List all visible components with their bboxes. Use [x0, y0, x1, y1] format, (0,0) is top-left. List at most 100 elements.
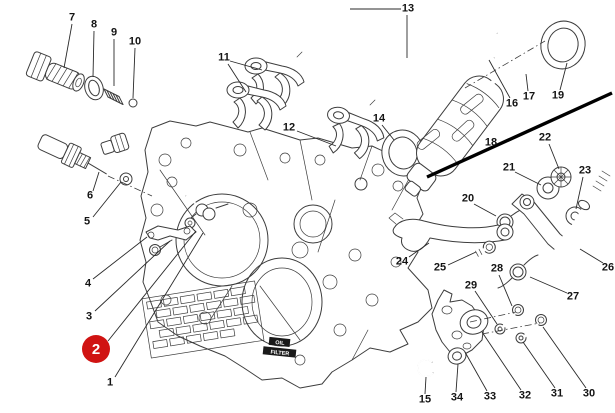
part-callout-32: 32 — [518, 389, 532, 402]
centerline — [469, 311, 517, 323]
leader-line-7 — [63, 23, 73, 69]
leader-line-24 — [408, 242, 430, 258]
leader-line-33 — [464, 351, 488, 392]
part-30-bolt — [523, 314, 547, 338]
leader-line-32 — [481, 331, 522, 391]
part-8-sealing-ring — [84, 75, 104, 101]
part-callout-8: 8 — [90, 18, 98, 31]
part-callout-12: 12 — [282, 121, 296, 134]
part-callout-11: 11 — [218, 51, 230, 64]
leader-line-12 — [296, 130, 337, 147]
part-callout-34: 34 — [450, 391, 464, 404]
part-callout-1: 1 — [106, 376, 114, 389]
leader-line-2 — [107, 230, 197, 342]
filter-badge-text: FILTER — [270, 350, 289, 358]
part-callout-13: 13 — [401, 2, 415, 15]
leader-line-20 — [473, 203, 497, 217]
part-callout-21: 21 — [502, 161, 516, 174]
part-callout-28: 28 — [490, 262, 504, 275]
part-26-selector-shaft — [511, 170, 612, 269]
leader-line-5 — [92, 181, 122, 218]
leader-line-16 — [488, 59, 511, 99]
leader-line-19 — [559, 62, 568, 91]
part-callout-31: 31 — [550, 387, 564, 400]
crankcase-half: OIL FILTER — [139, 120, 433, 389]
part-callout-9: 9 — [110, 26, 118, 39]
part-callout-27: 27 — [566, 290, 580, 303]
part-18-selector-drum — [404, 64, 507, 197]
part-callout-7: 7 — [68, 11, 76, 24]
part-9-spring — [103, 88, 124, 105]
part-callout-4: 4 — [84, 277, 92, 290]
centerline — [464, 40, 546, 89]
part-callout-10: 10 — [128, 35, 142, 48]
leader-line-11 — [227, 63, 247, 93]
part-callout-18: 18 — [484, 136, 498, 149]
leader-line-14 — [381, 124, 395, 141]
leader-line-29 — [474, 290, 498, 325]
part-16-circlip — [461, 23, 498, 64]
leader-line-31 — [522, 341, 556, 389]
part-callout-17: 17 — [522, 90, 536, 103]
part-callout-23: 23 — [578, 164, 592, 177]
part-5-washer — [119, 172, 133, 186]
leader-line-18 — [426, 91, 613, 179]
part-callout-29: 29 — [464, 279, 478, 292]
leader-line-25 — [447, 251, 477, 266]
part-34-ring — [447, 347, 467, 365]
part-15-circlip — [416, 358, 434, 378]
part-28-bolt — [501, 304, 524, 329]
part-11-fork-b — [226, 81, 287, 131]
part-22-castellated-nut — [550, 166, 572, 188]
leader-line-23 — [575, 176, 584, 210]
part-callout-26: 26 — [601, 261, 615, 274]
part-callout-3: 3 — [85, 310, 93, 323]
highlighted-part-callout-2: 2 — [82, 335, 110, 363]
leader-line-6 — [92, 171, 100, 192]
leader-line-17 — [525, 73, 529, 92]
part-17-pin — [518, 58, 534, 76]
case-fin-grid — [141, 280, 265, 359]
leader-line-3 — [94, 240, 171, 312]
part-callout-19: 19 — [551, 89, 565, 102]
oil-badge-text: OIL — [275, 340, 285, 347]
leader-line-10 — [132, 47, 136, 99]
part-7-detent-plug — [25, 51, 85, 92]
callout-leader-lines — [63, 8, 613, 395]
leader-line-4 — [92, 236, 148, 280]
part-callout-33: 33 — [483, 390, 497, 403]
part-callout-14: 14 — [372, 112, 386, 125]
part-14-oring — [381, 129, 425, 177]
part-callout-24: 24 — [395, 255, 409, 268]
part-13-fork-rods — [291, 3, 421, 106]
assembly-centerlines — [107, 40, 546, 335]
leader-line-15 — [424, 376, 427, 395]
leader-line-21 — [514, 171, 542, 186]
centerline — [481, 322, 541, 335]
leader-line-26 — [579, 248, 604, 264]
leader-line-30 — [542, 326, 587, 389]
leader-line-27 — [529, 276, 568, 294]
leader-line-22 — [548, 143, 560, 170]
leader-line-28 — [498, 274, 513, 307]
part-10-ball — [128, 98, 138, 108]
part-callout-30: 30 — [582, 387, 596, 400]
part-callout-22: 22 — [538, 131, 552, 144]
part-6-neutral-switch-cable — [11, 97, 130, 175]
part-25-bolt — [469, 240, 496, 259]
part-callout-20: 20 — [461, 192, 475, 205]
part-27-hairpin-spring — [497, 254, 539, 289]
part-callout-5: 5 — [83, 215, 91, 228]
part-19-ring — [540, 20, 586, 70]
part-callout-16: 16 — [505, 97, 519, 110]
leader-line-1 — [114, 232, 204, 378]
part-callout-6: 6 — [86, 189, 94, 202]
part-29-washer — [494, 323, 506, 335]
part-32-seal-grommet — [459, 309, 489, 335]
part-24-selector-claw-lever — [388, 212, 514, 252]
leader-line-34 — [455, 363, 459, 393]
part-callout-25: 25 — [433, 261, 447, 274]
leader-line-11 — [229, 60, 263, 71]
